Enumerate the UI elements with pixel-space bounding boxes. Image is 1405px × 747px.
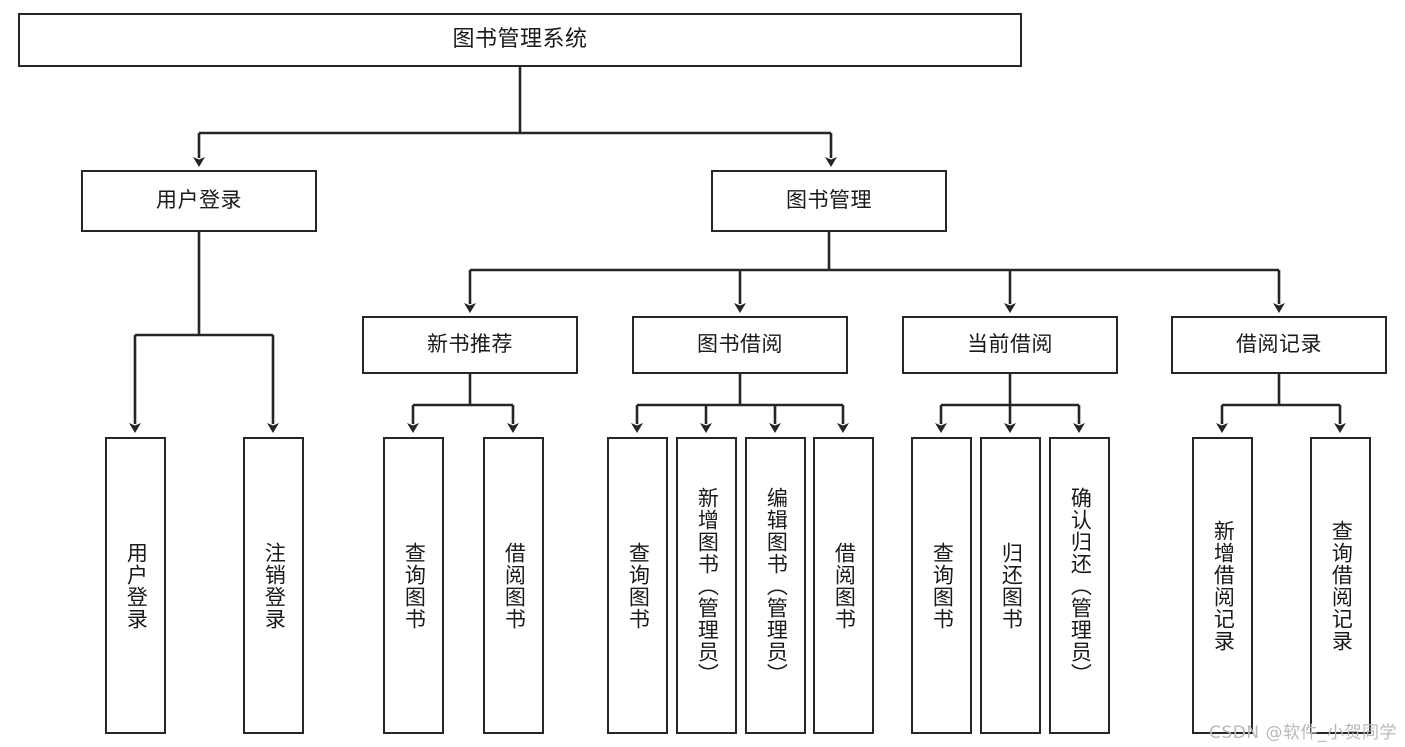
node-user-login[interactable]: 用户登录 [81, 170, 317, 232]
node-leaf-add-borrow-record[interactable]: 新增借阅记录 [1192, 437, 1253, 734]
node-borrow-record[interactable]: 借阅记录 [1171, 316, 1387, 374]
node-leaf-query-borrow-record[interactable]: 查询借阅记录 [1310, 437, 1371, 734]
node-book-borrow[interactable]: 图书借阅 [632, 316, 848, 374]
node-leaf-edit-book-admin[interactable]: 编辑图书（管理员） [745, 437, 806, 734]
node-leaf-borrow-book-recommend[interactable]: 借阅图书 [483, 437, 544, 734]
node-leaf-query-book-borrow[interactable]: 查询图书 [607, 437, 668, 734]
node-leaf-return-book[interactable]: 归还图书 [980, 437, 1041, 734]
node-new-book-recommend[interactable]: 新书推荐 [362, 316, 578, 374]
node-leaf-borrow-book[interactable]: 借阅图书 [813, 437, 874, 734]
node-current-borrow[interactable]: 当前借阅 [902, 316, 1118, 374]
watermark-text: CSDN @软件_小贺同学 [1209, 723, 1397, 743]
node-root-book-management-system[interactable]: 图书管理系统 [18, 13, 1022, 67]
node-leaf-query-book-recommend[interactable]: 查询图书 [383, 437, 444, 734]
node-leaf-add-book-admin[interactable]: 新增图书（管理员） [676, 437, 737, 734]
node-book-management[interactable]: 图书管理 [711, 170, 947, 232]
node-leaf-confirm-return-admin[interactable]: 确认归还（管理员） [1049, 437, 1110, 734]
node-leaf-user-login[interactable]: 用户登录 [105, 437, 166, 734]
node-leaf-query-book-current[interactable]: 查询图书 [911, 437, 972, 734]
node-leaf-logout[interactable]: 注销登录 [243, 437, 304, 734]
